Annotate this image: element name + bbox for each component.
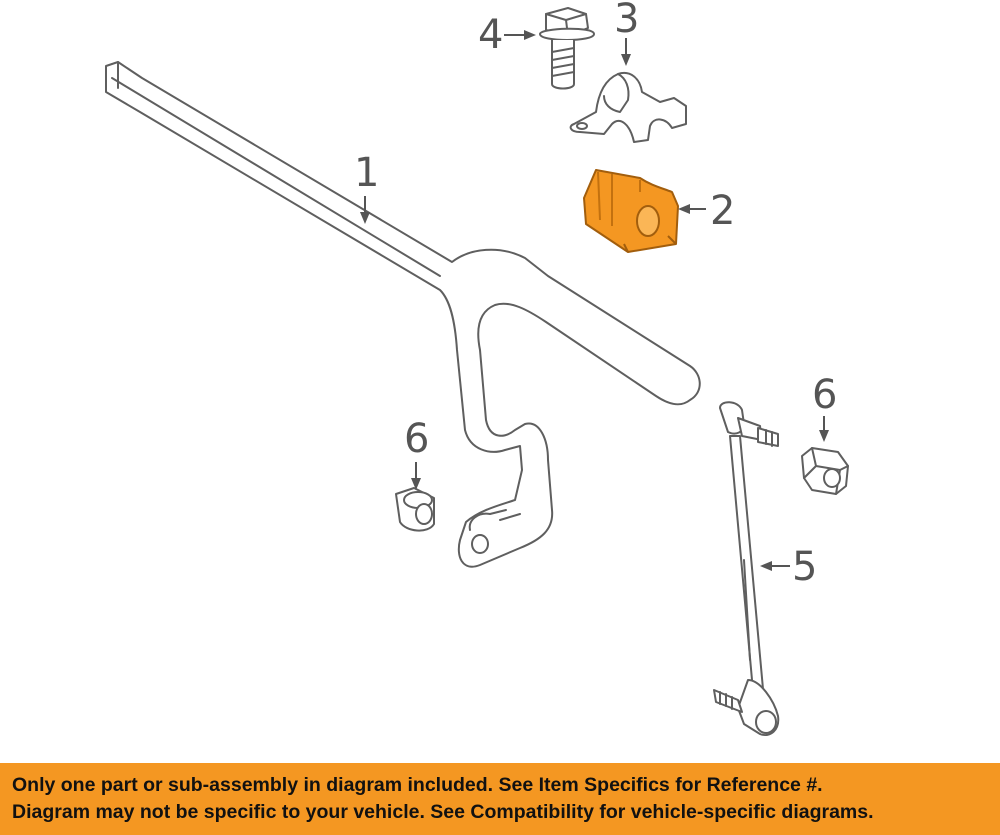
bushing (583, 169, 679, 253)
callout-4: 4 (478, 12, 503, 58)
stabilizer-bar (105, 61, 701, 568)
nut-left (395, 487, 435, 532)
parts-diagram: 1 2 3 4 5 6 6 (105, 0, 849, 736)
bracket (569, 72, 687, 143)
callout-6-left: 6 (404, 416, 429, 462)
callout-3: 3 (614, 0, 639, 42)
nut-right (801, 447, 849, 495)
stabilizer-link (713, 401, 780, 736)
bolt (539, 7, 595, 90)
disclaimer-banner: Only one part or sub-assembly in diagram… (0, 763, 1000, 835)
callout-6-right: 6 (812, 372, 837, 418)
callout-leaders (360, 30, 829, 571)
disclaimer-line-1: Only one part or sub-assembly in diagram… (12, 774, 823, 796)
callout-2: 2 (710, 188, 735, 234)
disclaimer-line-2: Diagram may not be specific to your vehi… (12, 801, 874, 823)
callout-1: 1 (354, 150, 379, 196)
callout-5: 5 (792, 544, 817, 590)
